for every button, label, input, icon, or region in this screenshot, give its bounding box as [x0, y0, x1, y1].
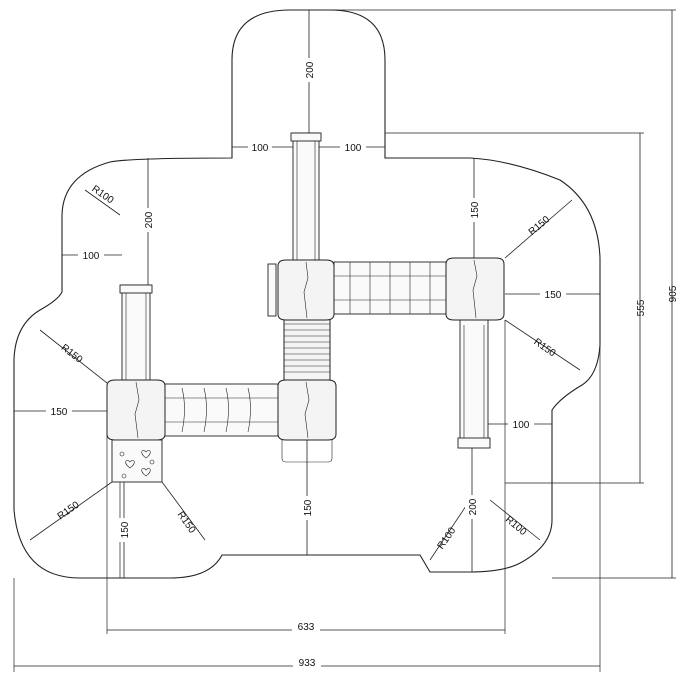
dim-150-left-label: 150 [51, 407, 68, 418]
play-structure [106, 132, 505, 483]
dim-200-bottom-right-label: 200 [468, 498, 479, 515]
dimension-lines [14, 10, 673, 667]
radius-r150-left-low: R150 [56, 499, 82, 522]
dim-100-top-left-label: 100 [252, 143, 269, 154]
radius-r150-right-upper: R150 [527, 214, 553, 238]
dimension-labels: 933 633 905 555 200 100 100 200 100 150 … [46, 58, 679, 669]
lower-bridge [163, 383, 279, 437]
tube-connector [283, 317, 331, 381]
dim-100-top-right-label: 100 [345, 143, 362, 154]
dim-100-left-label: 100 [83, 251, 100, 262]
dim-905-label: 905 [668, 285, 679, 302]
dim-555-label: 555 [636, 299, 647, 316]
dim-200-left-label: 200 [144, 211, 155, 228]
dim-200-top-label: 200 [305, 61, 316, 78]
radius-r100-top-left: R100 [89, 184, 115, 207]
extension-lines [13, 9, 676, 672]
climbing-wall [111, 439, 163, 483]
safety-zone-outline [13, 9, 601, 579]
radius-r100-bottom-right-a: R100 [436, 525, 459, 551]
tower-top-center [277, 259, 335, 321]
radius-r150-right-mid: R150 [531, 337, 557, 360]
dim-633-label: 633 [298, 622, 315, 633]
dim-150-bottom-mid-label: 150 [303, 499, 314, 516]
dim-933-label: 933 [299, 658, 316, 669]
tower-center-low [277, 379, 337, 441]
dim-100-right-low-label: 100 [513, 420, 530, 431]
radius-r100-bottom-right-b: R100 [503, 514, 529, 538]
dim-150-right-mid-label: 150 [545, 290, 562, 301]
center-slide [292, 132, 320, 264]
radius-r150-center-low: R150 [175, 510, 198, 536]
right-slide [459, 317, 489, 447]
tower-top-right [445, 257, 505, 321]
dim-150-right-top-label: 150 [470, 201, 481, 218]
dim-150-bottom-left-label: 150 [120, 521, 131, 538]
